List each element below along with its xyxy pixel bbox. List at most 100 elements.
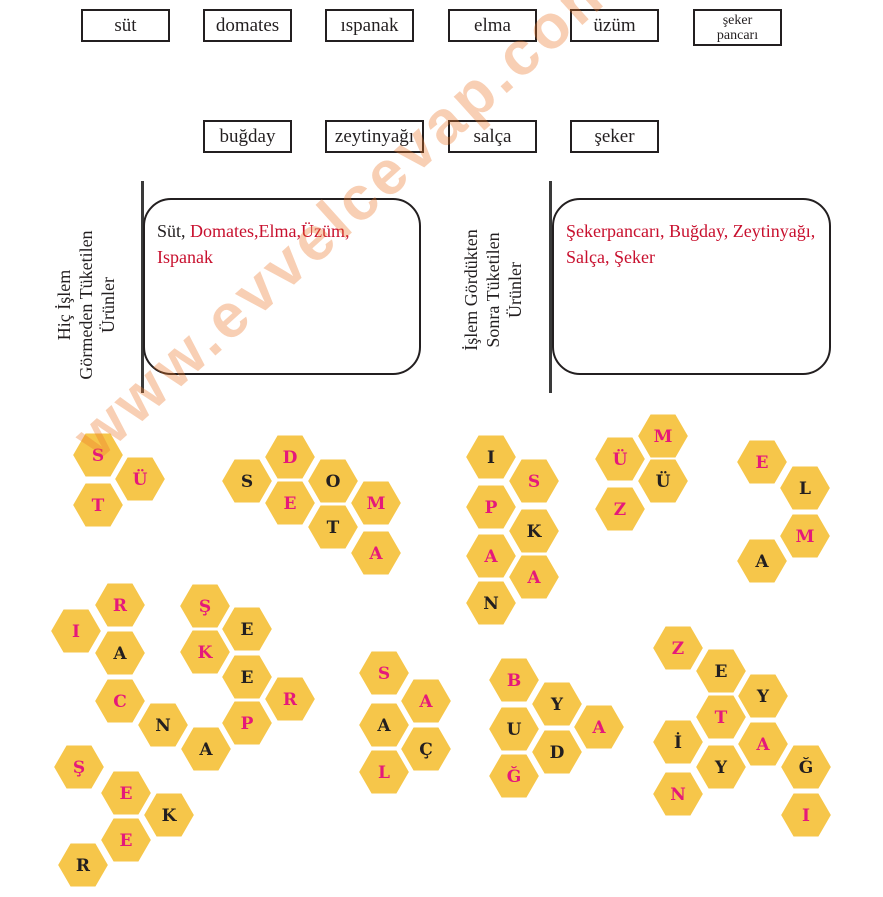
hex-letter: Ğ [507,766,522,787]
hex-letter: I [802,806,810,826]
left-answer-black: Süt, [157,221,191,241]
hex-cell [70,431,126,479]
hex-letter: Ü [656,471,671,492]
hex-letter: U [507,720,522,740]
word-box-uzum: üzüm [570,9,659,42]
word-box-ispanak: ıspanak [325,9,414,42]
hex-letter: E [241,668,254,688]
hex-cell [778,791,834,839]
word-box-domates: domates [203,9,292,42]
word-box-zeytinyagi: zeytinyağı [325,120,424,153]
hex-letter: R [113,596,128,616]
hex-cell [356,649,412,697]
hex-cell [55,841,111,889]
hex-cell [141,791,197,839]
right-divider [549,181,552,393]
word-box-seker-pancari: şeker pancarı [693,9,782,46]
hex-letter: B [507,671,521,691]
hex-cell [219,605,275,653]
hex-cell [135,701,191,749]
hex-cell [734,537,790,585]
hex-letter: P [485,498,498,518]
hex-letter: P [241,714,254,734]
hex-cell [398,725,454,773]
hex-letter: E [756,453,769,473]
hex-letter: E [120,831,133,851]
hex-letter: Ş [73,758,85,778]
hex-cell [348,529,404,577]
hex-letter: A [368,544,383,564]
hex-cell [735,672,791,720]
hex-cell [92,677,148,725]
hex-cell [178,725,234,773]
hex-cell [592,485,648,533]
hex-letter: T [92,496,105,516]
hex-cell [219,457,275,505]
hex-cell [219,699,275,747]
hex-letter: Ü [133,469,148,490]
hex-cell [463,433,519,481]
hex-cell [650,624,706,672]
hex-cell [486,752,542,800]
hex-letter: D [283,448,298,468]
hex-letter: A [376,716,391,736]
hex-cell [92,629,148,677]
hex-letter: Z [614,500,626,520]
word-box-bugday: buğday [203,120,292,153]
hex-letter: A [483,547,498,567]
hex-letter: S [241,472,253,492]
hex-letter: K [198,643,214,663]
hex-letter: A [754,552,769,572]
hex-cell [693,743,749,791]
hex-letter: M [654,427,673,447]
hex-letter: I [72,622,80,642]
hex-letter: Ü [613,449,628,470]
right-answer-box: Şekerpancarı, Buğday, Zeytinyağı, Salça,… [552,198,831,375]
puzzle-süt: SÜT [70,431,168,529]
hex-cell [592,435,648,483]
hex-letter: S [528,472,540,492]
hex-cell [486,656,542,704]
hex-cell [529,680,585,728]
hex-cell [777,512,833,560]
hex-letter: K [162,806,178,826]
word-box-sut: süt [81,9,170,42]
hex-cell [70,481,126,529]
hex-letter: M [796,527,815,547]
hex-cell [734,438,790,486]
hex-cell [262,675,318,723]
hex-cell [98,769,154,817]
hex-letter: Ğ [799,757,814,778]
hex-cell [693,693,749,741]
hex-letter: A [198,740,213,760]
hex-cell [305,503,361,551]
hex-letter: R [283,690,298,710]
hex-letter: A [755,735,770,755]
hex-letter: E [241,620,254,640]
hex-cell [735,720,791,768]
word-box-elma: elma [448,9,537,42]
hex-cell [650,770,706,818]
hex-cell [262,479,318,527]
hex-letter: N [155,716,171,736]
hex-cell [348,479,404,527]
hex-cell [92,581,148,629]
hex-cell [571,703,627,751]
hex-cell [177,628,233,676]
left-answer-red: Domates,Elma,Üzüm, Ispanak [157,221,350,267]
puzzle-üzüm: M Ü Ü Z [592,412,691,533]
hex-cell [506,553,562,601]
hex-letter: A [526,568,541,588]
hex-letter: S [378,664,390,684]
hex-cell [529,728,585,776]
hex-letter: Y [714,758,728,778]
hex-letter: E [284,494,297,514]
left-answer-box: Süt, Domates,Elma,Üzüm, Ispanak [143,198,421,375]
